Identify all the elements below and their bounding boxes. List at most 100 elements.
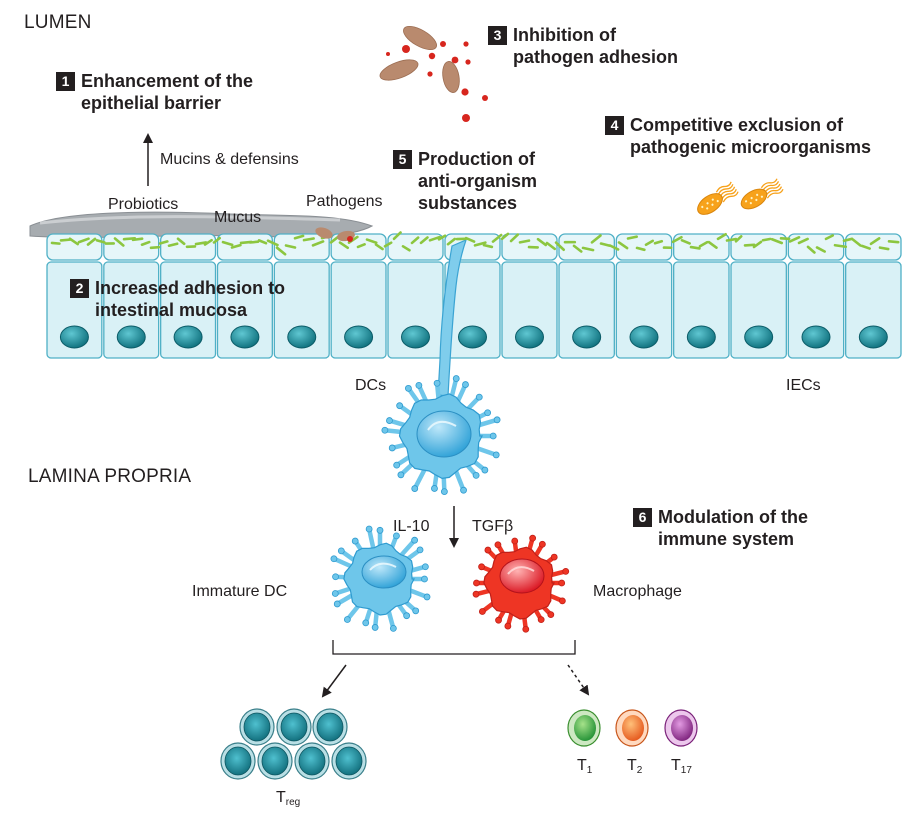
t17-label: T17 — [671, 757, 692, 776]
dcs-label: DCs — [355, 377, 387, 394]
epithelial-cell-apex — [46, 233, 103, 261]
probiotic-bacterium — [86, 237, 97, 246]
probiotic-bacterium — [500, 232, 510, 241]
probiotic-bacterium — [887, 240, 900, 244]
pathogen — [379, 59, 419, 81]
treg-nucleus — [224, 746, 252, 776]
t2-cell-nucleus — [622, 715, 644, 741]
probiotic-bacterium — [491, 233, 503, 243]
probiotic-bacterium — [698, 240, 709, 248]
probiotic-bacterium — [437, 234, 447, 241]
probiotic-bacterium — [518, 239, 531, 244]
antimicrobial-dot — [402, 45, 410, 53]
probiotic-bacterium — [734, 235, 743, 243]
probiotic-bacterium — [464, 236, 476, 243]
probiotic-bacterium — [158, 240, 169, 245]
probiotic-bacterium — [608, 244, 620, 251]
nucleus — [287, 325, 317, 349]
nucleus — [401, 325, 430, 349]
probiotic-bacterium — [311, 240, 325, 247]
nucleus — [629, 325, 659, 349]
antimicrobial-dot — [428, 52, 436, 60]
probiotic-bacterium — [473, 241, 487, 247]
dc-dendrite — [437, 238, 467, 397]
pathogenic-bacterium — [697, 181, 739, 215]
mechanism-2-number: 2 — [70, 279, 89, 298]
probiotic-bacterium — [77, 237, 90, 244]
probiotic-bacterium — [419, 236, 429, 245]
probiotic-bacterium — [671, 235, 683, 244]
treg-nucleus — [261, 746, 289, 776]
probiotic-bacterium — [113, 237, 125, 247]
probiotic-bacterium — [572, 244, 583, 253]
probiotic-bacterium — [212, 236, 221, 244]
immature-dc-label: Immature DC — [192, 583, 288, 600]
probiotic-bacterium — [203, 238, 213, 246]
epithelial-cell-apex — [845, 233, 902, 261]
bracket — [332, 640, 576, 655]
pathogen — [442, 61, 460, 93]
treg-nucleus — [335, 746, 363, 776]
mechanism-1-number: 1 — [56, 72, 75, 91]
il10-label: IL-10 — [393, 518, 430, 535]
probiotic-bacterium — [428, 235, 441, 242]
probiotic-bacterium — [131, 237, 144, 242]
epithelial-cell-apex — [216, 233, 273, 261]
probiotic-bacterium — [383, 241, 393, 248]
probiotic-bacterium — [788, 236, 801, 243]
pathogens-label: Pathogens — [306, 193, 383, 210]
probiotic-bacterium — [716, 232, 727, 241]
lumen-label: LUMEN — [24, 12, 92, 33]
probiotic-bacterium — [770, 237, 784, 245]
antimicrobial-dot — [451, 56, 459, 64]
probiotic-bacterium — [122, 236, 137, 241]
probiotic-bacterium — [860, 244, 871, 250]
probiotic-bacterium — [851, 238, 862, 247]
mechanism-4-number: 4 — [605, 116, 624, 135]
probiotic-bacterium — [374, 243, 384, 251]
nucleus — [116, 325, 146, 349]
probiotic-bacterium — [176, 237, 186, 246]
probiotic-bacterium — [869, 237, 881, 246]
probiotic-bacterium — [815, 246, 826, 253]
probiotic-bacterium — [149, 245, 161, 250]
antimicrobial-dot — [482, 95, 488, 101]
immature-dc-nucleus — [361, 555, 407, 589]
nucleus — [173, 325, 203, 349]
probiotic-bacterium — [707, 240, 718, 249]
probiotic-bacterium — [554, 241, 566, 252]
dc-nucleus — [416, 410, 472, 458]
probiotic-bacterium — [59, 238, 72, 242]
nucleus — [686, 325, 716, 349]
epithelial-cell-apex — [558, 233, 615, 261]
nucleus — [744, 325, 774, 349]
probiotic-bacterium — [824, 234, 835, 241]
probiotic-bacterium — [752, 240, 763, 249]
antimicrobial-dot — [463, 41, 469, 47]
probiotic-bacterium — [680, 239, 691, 245]
probiotics-label: Probiotics — [108, 196, 179, 213]
mucins-label: Mucins & defensins — [160, 151, 299, 168]
macrophage-nucleus — [499, 558, 545, 594]
treg-nucleus — [280, 712, 308, 742]
probiotic-bacterium — [140, 240, 151, 247]
probiotic-bacterium — [230, 243, 242, 249]
nucleus — [59, 325, 89, 349]
probiotic-bacterium — [365, 238, 378, 245]
probiotic-bacterium — [50, 241, 61, 245]
nucleus — [858, 325, 888, 349]
t-cell-arrow — [567, 664, 590, 696]
probiotic-bacterium — [410, 236, 420, 245]
nucleus — [344, 325, 374, 349]
probiotic-bacterium — [482, 243, 494, 249]
nucleus — [458, 325, 487, 349]
t1-cell-nucleus — [574, 715, 596, 741]
nucleus — [230, 325, 260, 349]
probiotic-bacterium — [743, 243, 756, 247]
probiotic-bacterium — [392, 231, 402, 241]
probiotic-bacterium — [275, 246, 287, 256]
